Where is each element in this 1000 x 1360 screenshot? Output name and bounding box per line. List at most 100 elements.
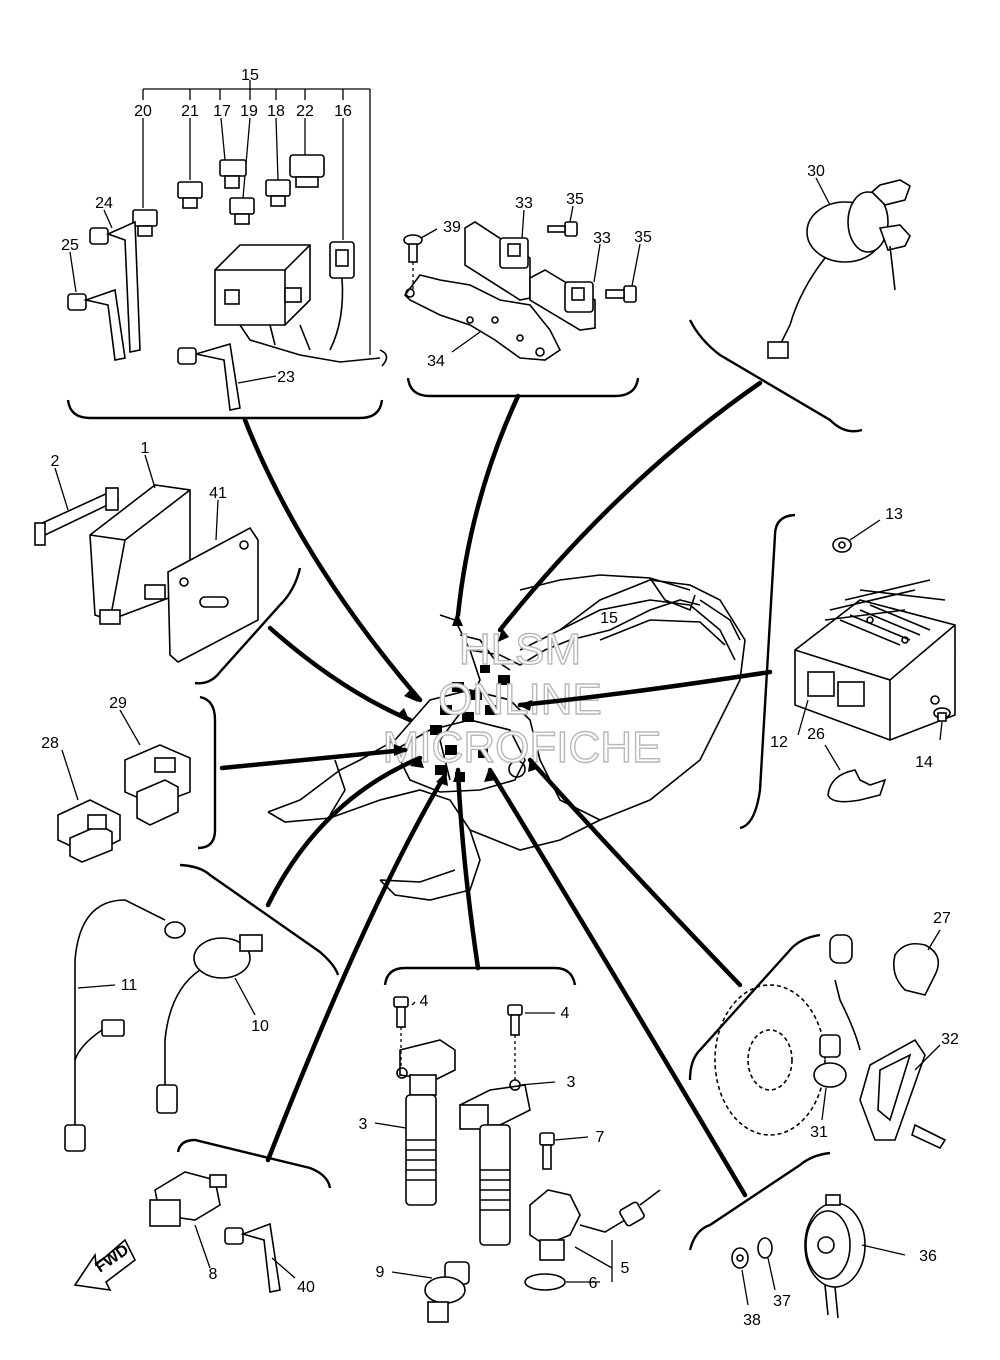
fuse-box	[214, 244, 388, 367]
nut-13	[832, 519, 881, 553]
relay-28	[57, 749, 121, 863]
regulator-12	[794, 579, 956, 741]
bolt-39	[403, 234, 423, 292]
callout-3-a: 3	[359, 1116, 368, 1133]
fuse-18	[265, 179, 291, 207]
relay-29	[119, 709, 191, 826]
callout-1: 1	[141, 440, 150, 457]
relay-bracket-group	[403, 205, 641, 361]
bolt-35a	[547, 221, 578, 237]
callout-3-b: 3	[567, 1074, 576, 1091]
fwd-arrow: FWD	[73, 1238, 137, 1292]
callout-10: 10	[251, 1018, 269, 1035]
clip-27	[892, 929, 941, 996]
tie-25	[67, 288, 126, 361]
bolt-4a	[393, 996, 409, 1068]
callout-15-frame: 15	[600, 610, 618, 627]
bracket-32	[859, 1038, 947, 1150]
leader-lines	[219, 380, 773, 1198]
bolt-35b	[605, 285, 637, 303]
switch-9	[391, 1261, 470, 1323]
callout-2: 2	[51, 453, 60, 470]
callout-20: 20	[134, 103, 152, 120]
callout-7: 7	[596, 1129, 605, 1146]
callout-11: 11	[121, 977, 138, 994]
watermark-line-3: MICROFICHE	[383, 723, 662, 772]
callout-33-a: 33	[515, 195, 533, 212]
watermark: HLSM ONLINE MICROFICHE	[382, 624, 662, 772]
speed-sensor-31	[813, 934, 861, 1121]
main-switch-30	[767, 177, 911, 359]
callout-32: 32	[941, 1031, 959, 1048]
group-brackets	[66, 319, 863, 1251]
callout-27: 27	[933, 910, 951, 927]
callout-23: 23	[277, 369, 295, 386]
callout-labels: 15 20 21 17 19 18 22 16 24 25 23 39 33 3…	[41, 67, 959, 1329]
callout-40: 40	[297, 1279, 315, 1296]
watermark-line-1: HLSM	[459, 625, 581, 674]
connector-16	[329, 241, 355, 351]
relay-mount-33b	[529, 269, 596, 331]
callout-21: 21	[181, 103, 199, 120]
callout-33-b: 33	[593, 230, 611, 247]
wire-harness-main	[430, 599, 701, 782]
callout-38: 38	[743, 1312, 761, 1329]
ecu-group	[34, 454, 259, 663]
tie-23	[177, 342, 241, 411]
callout-8: 8	[209, 1266, 218, 1283]
callout-19: 19	[240, 103, 258, 120]
callout-4-a: 4	[420, 993, 429, 1010]
fuse-20	[132, 209, 158, 237]
washer-37	[757, 1237, 776, 1291]
callout-9: 9	[376, 1264, 385, 1281]
clamp-26	[824, 744, 887, 803]
callout-39: 39	[443, 219, 461, 236]
horn-36	[804, 1194, 906, 1319]
callout-28: 28	[41, 735, 59, 752]
callout-41: 41	[209, 485, 227, 502]
callout-14: 14	[915, 754, 933, 771]
callout-6: 6	[589, 1275, 598, 1292]
callout-5: 5	[621, 1260, 630, 1277]
callout-17: 17	[213, 103, 231, 120]
bolt-7	[539, 1132, 555, 1170]
oring-6	[524, 1273, 566, 1291]
callout-13: 13	[885, 506, 903, 523]
callout-35-a: 35	[566, 191, 584, 208]
callout-15-top: 15	[241, 67, 259, 84]
bracket-34	[403, 274, 562, 361]
sensor-10	[156, 934, 263, 1114]
ignition-coil-3b	[458, 1079, 531, 1246]
callout-34: 34	[427, 353, 445, 370]
bolt-4b	[507, 1004, 523, 1080]
fuse-22	[289, 154, 325, 188]
callout-18: 18	[267, 103, 285, 120]
callout-29: 29	[109, 695, 127, 712]
lead-11	[64, 899, 186, 1152]
callout-35-b: 35	[634, 229, 652, 246]
washer-14	[933, 707, 951, 741]
ignition-coil-3a	[396, 1039, 456, 1206]
fuse-19	[229, 197, 255, 225]
callout-16: 16	[334, 103, 352, 120]
callout-4-b: 4	[561, 1005, 570, 1022]
fuse-17	[219, 159, 247, 189]
callout-36: 36	[919, 1248, 937, 1265]
sensor-8	[149, 1171, 227, 1269]
callout-24: 24	[95, 195, 113, 212]
tie-40	[224, 1222, 296, 1293]
callout-25: 25	[61, 237, 79, 254]
callout-22: 22	[296, 103, 314, 120]
fuse-21	[177, 181, 203, 209]
tie-24	[89, 220, 141, 353]
sensor-5	[529, 1189, 661, 1261]
nut-38	[731, 1247, 749, 1306]
callout-26: 26	[807, 726, 825, 743]
callout-12: 12	[770, 734, 788, 751]
rotor-disc	[714, 984, 826, 1136]
callout-37: 37	[773, 1293, 791, 1310]
harness-group	[67, 80, 388, 411]
callout-30: 30	[807, 163, 825, 180]
callout-31: 31	[810, 1124, 828, 1141]
